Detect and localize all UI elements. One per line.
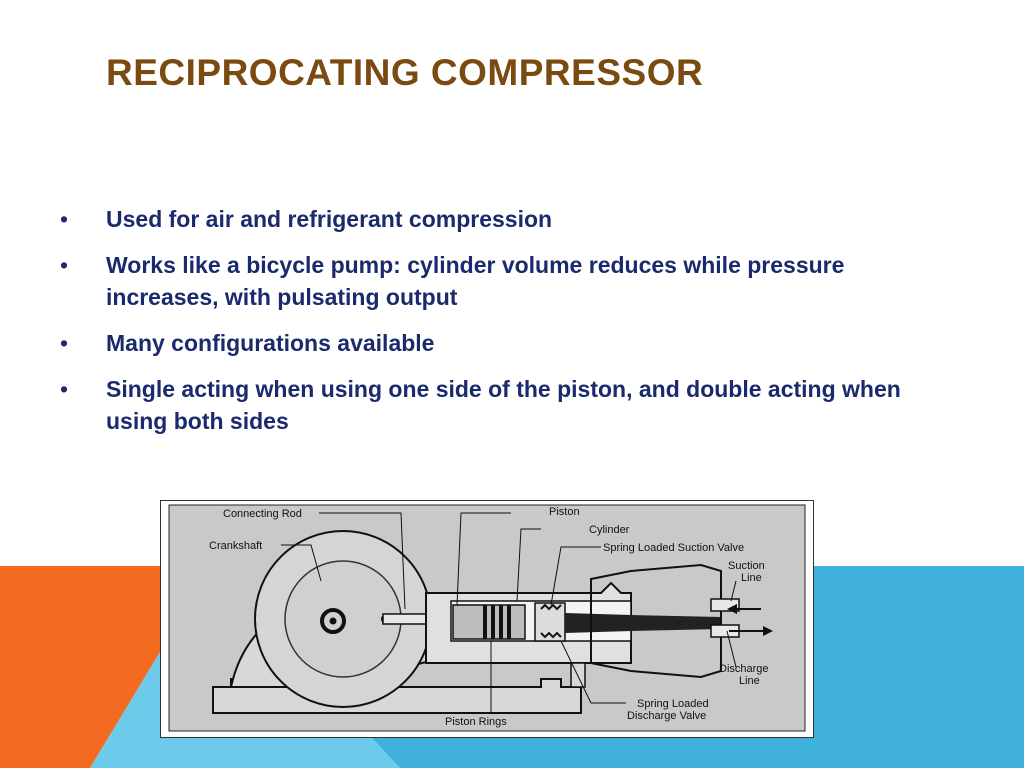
label-crankshaft: Crankshaft [209, 540, 262, 552]
leader-lines [281, 512, 737, 713]
bullet-item: • Used for air and refrigerant compressio… [60, 203, 960, 235]
cylinder-head [590, 563, 722, 679]
piston-ring [483, 605, 487, 639]
bullet-text: Many configurations available [106, 330, 435, 356]
bullet-item: • Single acting when using one side of th… [60, 373, 960, 437]
bullet-item: • Many configurations available [60, 327, 960, 359]
label-piston-rings: Piston Rings [445, 716, 507, 728]
bullet-item: • Works like a bicycle pump: cylinder vol… [60, 249, 960, 313]
bullet-icon: • [60, 206, 69, 232]
compressor-diagram: Connecting Rod Crankshaft Piston Cylinde… [160, 500, 814, 738]
label-suction-valve: Spring Loaded Suction Valve [603, 542, 744, 554]
label-suction-line-2: Line [741, 572, 762, 584]
discharge-passage [565, 613, 721, 633]
rotation-icon-center [329, 617, 337, 625]
piston [452, 604, 526, 640]
rotation-icon [320, 608, 346, 634]
piston-ring [507, 605, 511, 639]
label-discharge-line-2: Line [739, 675, 760, 687]
bullet-text: Used for air and refrigerant compression [106, 206, 553, 232]
label-cylinder: Cylinder [589, 524, 630, 536]
suction-valve-spring [540, 603, 562, 611]
label-discharge-line-1: Discharge [719, 663, 769, 675]
label-suction-line-1: Suction [728, 560, 765, 572]
label-connecting-rod: Connecting Rod [223, 508, 302, 520]
piston-ring [499, 605, 503, 639]
slide-title: RECIPROCATING COMPRESSOR [106, 52, 704, 93]
label-discharge-valve-2: Discharge Valve [627, 710, 706, 722]
bullet-list: • Used for air and refrigerant compressio… [60, 203, 960, 451]
piston-ring [491, 605, 495, 639]
compressor-diagram-svg: Connecting Rod Crankshaft Piston Cylinde… [168, 504, 806, 732]
orange-corner-shape [0, 566, 212, 768]
discharge-arrow-head [763, 626, 773, 636]
bullet-icon: • [60, 330, 69, 356]
label-discharge-valve-1: Spring Loaded [637, 698, 709, 710]
bullet-text: Single acting when using one side of the… [106, 376, 901, 434]
label-piston: Piston [549, 506, 580, 518]
bullet-icon: • [60, 252, 69, 278]
discharge-valve-spring [540, 631, 562, 639]
suction-arrow-head [727, 604, 737, 614]
bullet-icon: • [60, 376, 69, 402]
bullet-text: Works like a bicycle pump: cylinder volu… [106, 252, 845, 310]
